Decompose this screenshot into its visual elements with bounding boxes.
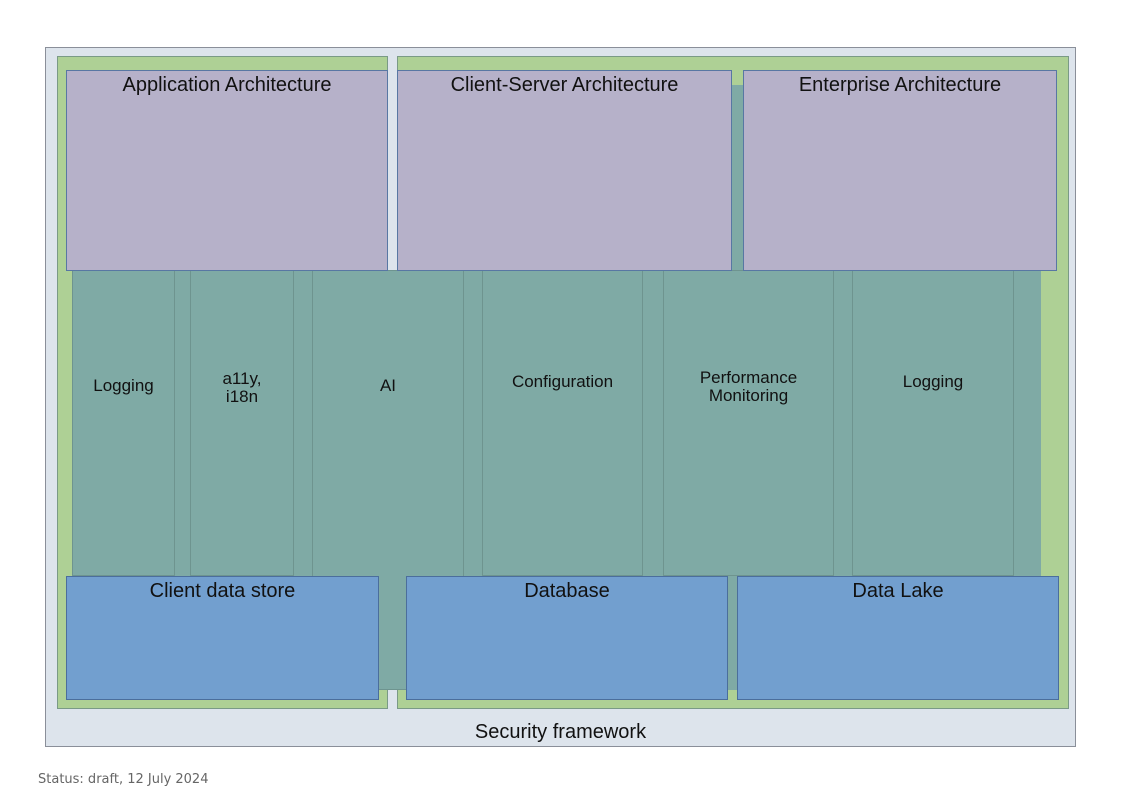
data-lake-box: Data Lake: [737, 576, 1059, 700]
column-label: AI: [379, 376, 397, 395]
column-label: Logging: [93, 376, 154, 395]
database-box: Database: [406, 576, 728, 700]
store-label: Data Lake: [852, 580, 944, 602]
architecture-label: Client-Server Architecture: [450, 74, 679, 96]
column-logging-client: Logging: [72, 270, 175, 576]
store-label: Client data store: [149, 580, 296, 602]
architecture-label: Enterprise Architecture: [798, 74, 1002, 96]
column-label: a11y, i18n: [222, 369, 262, 406]
column-label: Performance Monitoring: [699, 368, 798, 405]
client-server-architecture-box: Client-Server Architecture: [397, 70, 732, 271]
column-performance-monitoring: Performance Monitoring: [663, 270, 834, 576]
enterprise-architecture-box: Enterprise Architecture: [743, 70, 1057, 271]
client-data-store-box: Client data store: [66, 576, 379, 700]
security-framework-label: Security framework: [474, 721, 647, 743]
column-configuration: Configuration: [482, 270, 643, 576]
column-label: Logging: [902, 372, 964, 391]
column-label: Configuration: [511, 372, 614, 391]
status-text: Status: draft, 12 July 2024: [38, 772, 209, 787]
architecture-label: Application Architecture: [122, 74, 332, 96]
store-label: Database: [524, 580, 610, 602]
application-architecture-box: Application Architecture: [66, 70, 388, 271]
column-logging-enterprise: Logging: [852, 270, 1014, 576]
column-a11y-i18n: a11y, i18n: [190, 270, 294, 576]
